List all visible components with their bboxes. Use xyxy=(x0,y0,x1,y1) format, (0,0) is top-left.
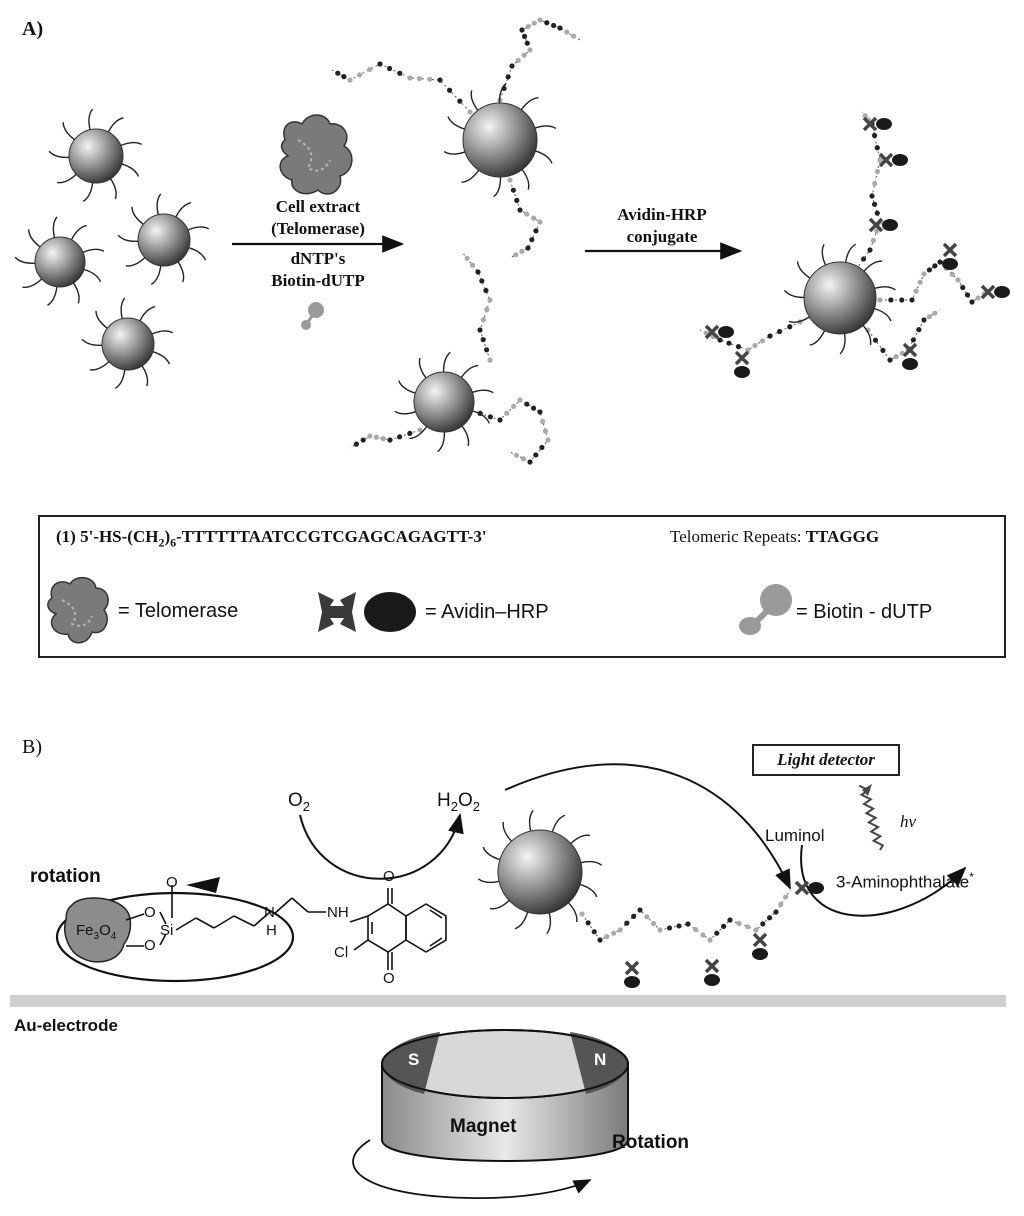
atom-h: H xyxy=(266,922,277,939)
atom-cl: Cl xyxy=(334,944,349,961)
rotation-label-top: rotation xyxy=(30,866,101,887)
au-electrode-label: Au-electrode xyxy=(14,1016,118,1035)
atom-nh: NH xyxy=(327,904,349,921)
luminol-label: Luminol xyxy=(765,826,825,845)
atom-si: Si xyxy=(160,922,174,939)
hv-label: hν xyxy=(900,812,917,831)
magnet-label: Magnet xyxy=(450,1116,517,1137)
atom-o3: O xyxy=(166,874,178,891)
panel-a-label: A) xyxy=(22,18,44,40)
step1-label-block: Cell extract (Telomerase) dNTP's Biotin-… xyxy=(228,196,408,292)
atom-n: N xyxy=(264,904,275,921)
atom-o4: O xyxy=(383,868,395,885)
legend-biotin-dutp-icon xyxy=(739,584,792,635)
legend-telomerase-icon xyxy=(47,576,109,644)
step1-line2: (Telomerase) xyxy=(271,219,365,238)
legend-avidin-hrp-icon xyxy=(318,592,416,632)
aminophthalate-label: 3-Aminophthalate* xyxy=(836,870,974,892)
atom-o2: O xyxy=(144,937,156,954)
telomerase-icon xyxy=(279,114,353,195)
legend-biotin-dutp-label: = Biotin - dUTP xyxy=(796,601,933,623)
magnet xyxy=(381,1029,629,1162)
step1-line1: Cell extract xyxy=(275,197,361,216)
biotin-dutp-icon-small xyxy=(301,302,324,330)
magnet-n-label: N xyxy=(594,1050,607,1069)
step2-line2: conjugate xyxy=(626,227,698,246)
rotation-arrow-head xyxy=(186,877,220,893)
light-detector-box: Light detector xyxy=(752,744,900,776)
hv-emission-line xyxy=(858,784,885,851)
au-electrode-surface xyxy=(10,995,1006,1007)
o2-label: O2 xyxy=(288,790,311,814)
atom-o1: O xyxy=(144,904,156,921)
magnet-s-label: S xyxy=(408,1050,420,1069)
primer-sequence: (1) 5'-HS-(CH2)6-TTTTTTAATCCGTCGAGCAGAGT… xyxy=(56,527,487,550)
nanoparticle-middle-top xyxy=(331,17,581,259)
step2-line1: Avidin-HRP xyxy=(617,205,707,224)
o2-to-h2o2-arc xyxy=(299,813,464,880)
legend-telomerase-label: = Telomerase xyxy=(118,600,239,622)
panel-b-label: B) xyxy=(22,736,42,758)
nanoparticle-right-hrp xyxy=(699,111,1010,378)
legend-box xyxy=(38,515,1006,658)
fe3o4-label: Fe3O4 xyxy=(76,922,117,942)
step1-line3: dNTP's xyxy=(290,249,346,268)
fe3o4-particle xyxy=(64,897,132,963)
telomeric-repeats: Telomeric Repeats: TTAGGG xyxy=(670,527,880,546)
rotation-ellipse xyxy=(55,891,295,983)
legend-avidin-hrp-label: = Avidin–HRP xyxy=(425,601,549,623)
atom-o5: O xyxy=(383,970,395,987)
step2-label-block: Avidin-HRP conjugate xyxy=(582,204,742,248)
quinone-linker-structure xyxy=(125,885,447,970)
step1-line4: Biotin-dUTP xyxy=(271,271,365,290)
nanoparticle-panel-b xyxy=(477,809,824,988)
magnet-rotation-arrow xyxy=(352,1139,592,1199)
h2o2-label: H2O2 xyxy=(437,790,480,814)
nanoparticle-cluster-left xyxy=(14,108,210,389)
luminol-to-aminophthalate-arc xyxy=(800,844,967,917)
h2o2-to-hrp-arc xyxy=(504,763,791,890)
rotation-label-bottom: Rotation xyxy=(612,1132,690,1153)
nanoparticle-middle-bottom xyxy=(349,251,551,465)
